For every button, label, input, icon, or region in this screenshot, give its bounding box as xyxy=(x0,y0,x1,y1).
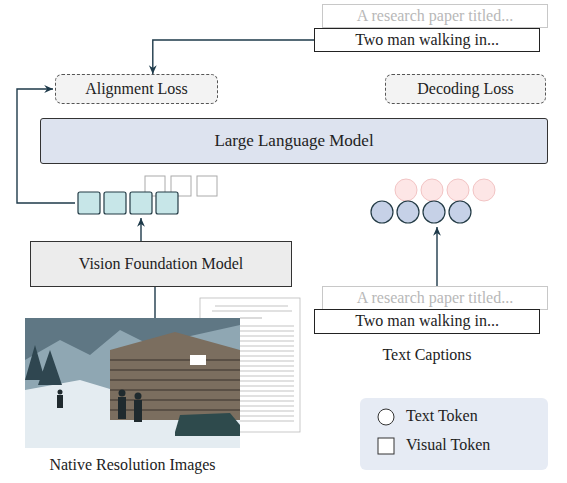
caption-card: Two man walking in... xyxy=(314,28,540,52)
photo-people xyxy=(57,390,142,423)
group-caption: Text Captions xyxy=(327,346,527,364)
photo-sign xyxy=(190,355,206,365)
visual-tokens xyxy=(78,192,178,214)
photo-car xyxy=(175,413,240,436)
node-text: Two man walking in... xyxy=(355,312,499,330)
node-text: A research paper titled... xyxy=(357,7,513,25)
image-input-line xyxy=(154,287,155,318)
photo-building xyxy=(110,332,240,420)
photo-sky xyxy=(25,318,240,448)
photo xyxy=(25,318,240,448)
photo-slats xyxy=(110,360,240,410)
legend-circle-sample xyxy=(378,409,394,425)
node-text: Alignment Loss xyxy=(85,80,188,98)
node-text: Large Language Model xyxy=(214,131,373,151)
text-tokens-faded xyxy=(395,179,495,201)
node-text: Vision Foundation Model xyxy=(79,255,243,273)
legend-entry: Text Token xyxy=(406,407,478,425)
loss-box: Decoding Loss xyxy=(385,74,546,104)
node-text: A research paper titled... xyxy=(357,289,513,307)
photo-hills xyxy=(25,325,240,448)
group-caption: Native Resolution Images xyxy=(20,456,245,474)
node-text: Decoding Loss xyxy=(417,80,513,98)
visual-token-arrow xyxy=(140,218,141,241)
text-tokens xyxy=(371,201,471,223)
loss-box: Alignment Loss xyxy=(55,74,218,104)
encoder-box: Vision Foundation Model xyxy=(30,241,292,287)
faded-caption-card: A research paper titled... xyxy=(322,4,548,28)
model-box: Large Language Model xyxy=(40,118,548,164)
node-text: Two man walking in... xyxy=(355,31,499,49)
flow-arrow xyxy=(153,40,314,74)
legend-square-sample xyxy=(378,438,394,454)
photo-trees xyxy=(25,345,62,385)
legend-box xyxy=(360,398,548,470)
caption-card: Two man walking in... xyxy=(314,309,540,334)
faded-caption-card: A research paper titled... xyxy=(322,286,548,310)
legend-entry: Visual Token xyxy=(406,436,490,454)
